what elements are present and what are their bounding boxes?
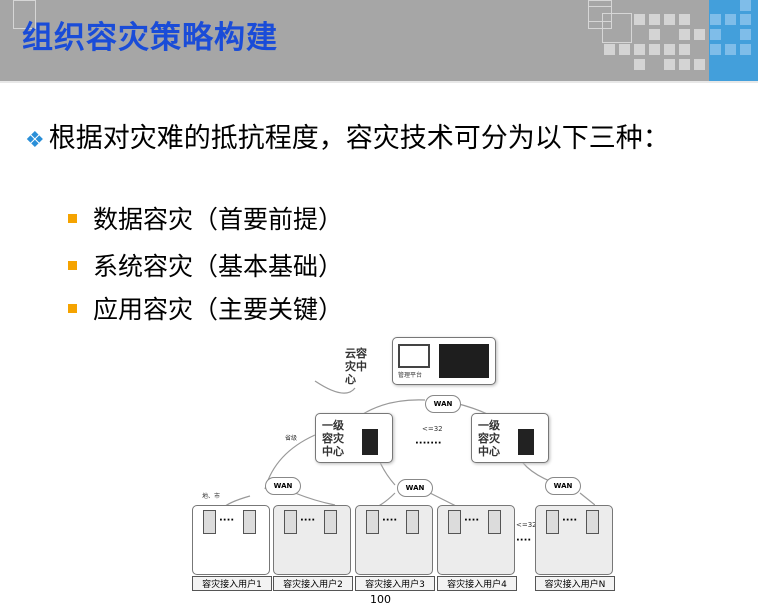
sub-item: 应用容灾（主要关键） <box>68 290 343 326</box>
wan-cloud: WAN <box>545 477 581 495</box>
bullet-text: 根据对灾难的抵抗程度，容灾技术可分为以下三种： <box>48 123 670 154</box>
limit-label: <=32 <box>422 425 443 433</box>
mgmt-platform-label: 管理平台 <box>398 372 423 379</box>
user-label: 容灾接入用户3 <box>355 576 435 591</box>
user-box: ···· <box>437 505 515 575</box>
sub-item: 系统容灾（基本基础） <box>68 247 343 283</box>
header-accent <box>709 0 758 81</box>
cloud-center-box: 管理平台 <box>392 337 496 385</box>
ellipsis-dots: ······· <box>415 438 442 449</box>
city-label: 地、市 <box>202 493 221 500</box>
user-label: 容灾接入用户1 <box>192 576 272 591</box>
square-bullet-icon <box>68 303 77 313</box>
user-box: ···· <box>192 505 270 575</box>
monitor-icon <box>398 344 430 368</box>
server-icon <box>518 429 534 455</box>
province-label: 省级 <box>285 435 298 442</box>
user-label: 容灾接入用户N <box>535 576 615 591</box>
level1-center-label: 一级容灾中心 <box>322 419 344 458</box>
sub-item-text: 系统容灾（基本基础） <box>93 252 344 281</box>
server-icon <box>362 429 378 455</box>
decor-square <box>588 6 612 22</box>
sub-item: 数据容灾（首要前提） <box>68 200 343 236</box>
square-bullet-icon <box>68 260 77 270</box>
decor-square <box>13 0 36 29</box>
wan-cloud: WAN <box>425 395 461 413</box>
decor-square <box>602 13 632 43</box>
level1-center-label: 一级容灾中心 <box>478 419 500 458</box>
diamond-bullet-icon: ❖ <box>25 128 45 153</box>
ellipsis-dots: ···· <box>516 535 532 546</box>
cloud-center-label: 云容灾中心 <box>345 347 367 386</box>
square-bullet-icon <box>68 213 77 223</box>
level1-center-box: 一级容灾中心 <box>471 413 549 463</box>
server-rack-icon <box>439 344 489 378</box>
limit-label: <=32 <box>516 521 537 529</box>
slide-title: 组织容灾策略构建 <box>22 20 278 56</box>
user-box: ···· <box>535 505 613 575</box>
wan-cloud: WAN <box>397 479 433 497</box>
page-number: 100 <box>370 593 391 606</box>
user-label: 容灾接入用户2 <box>273 576 353 591</box>
user-label: 容灾接入用户4 <box>437 576 517 591</box>
sub-item-text: 数据容灾（首要前提） <box>93 205 344 234</box>
main-bullet: ❖根据对灾难的抵抗程度，容灾技术可分为以下三种： <box>25 118 755 162</box>
wan-cloud: WAN <box>265 477 301 495</box>
user-box: ···· <box>273 505 351 575</box>
user-box: ···· <box>355 505 433 575</box>
header-bar <box>0 0 758 83</box>
level1-center-box: 一级容灾中心 <box>315 413 393 463</box>
disaster-recovery-diagram: 云容灾中心 管理平台 WAN 一级容灾中心 一级容灾中心 <=32 ······… <box>185 333 615 591</box>
sub-item-text: 应用容灾（主要关键） <box>93 295 344 324</box>
